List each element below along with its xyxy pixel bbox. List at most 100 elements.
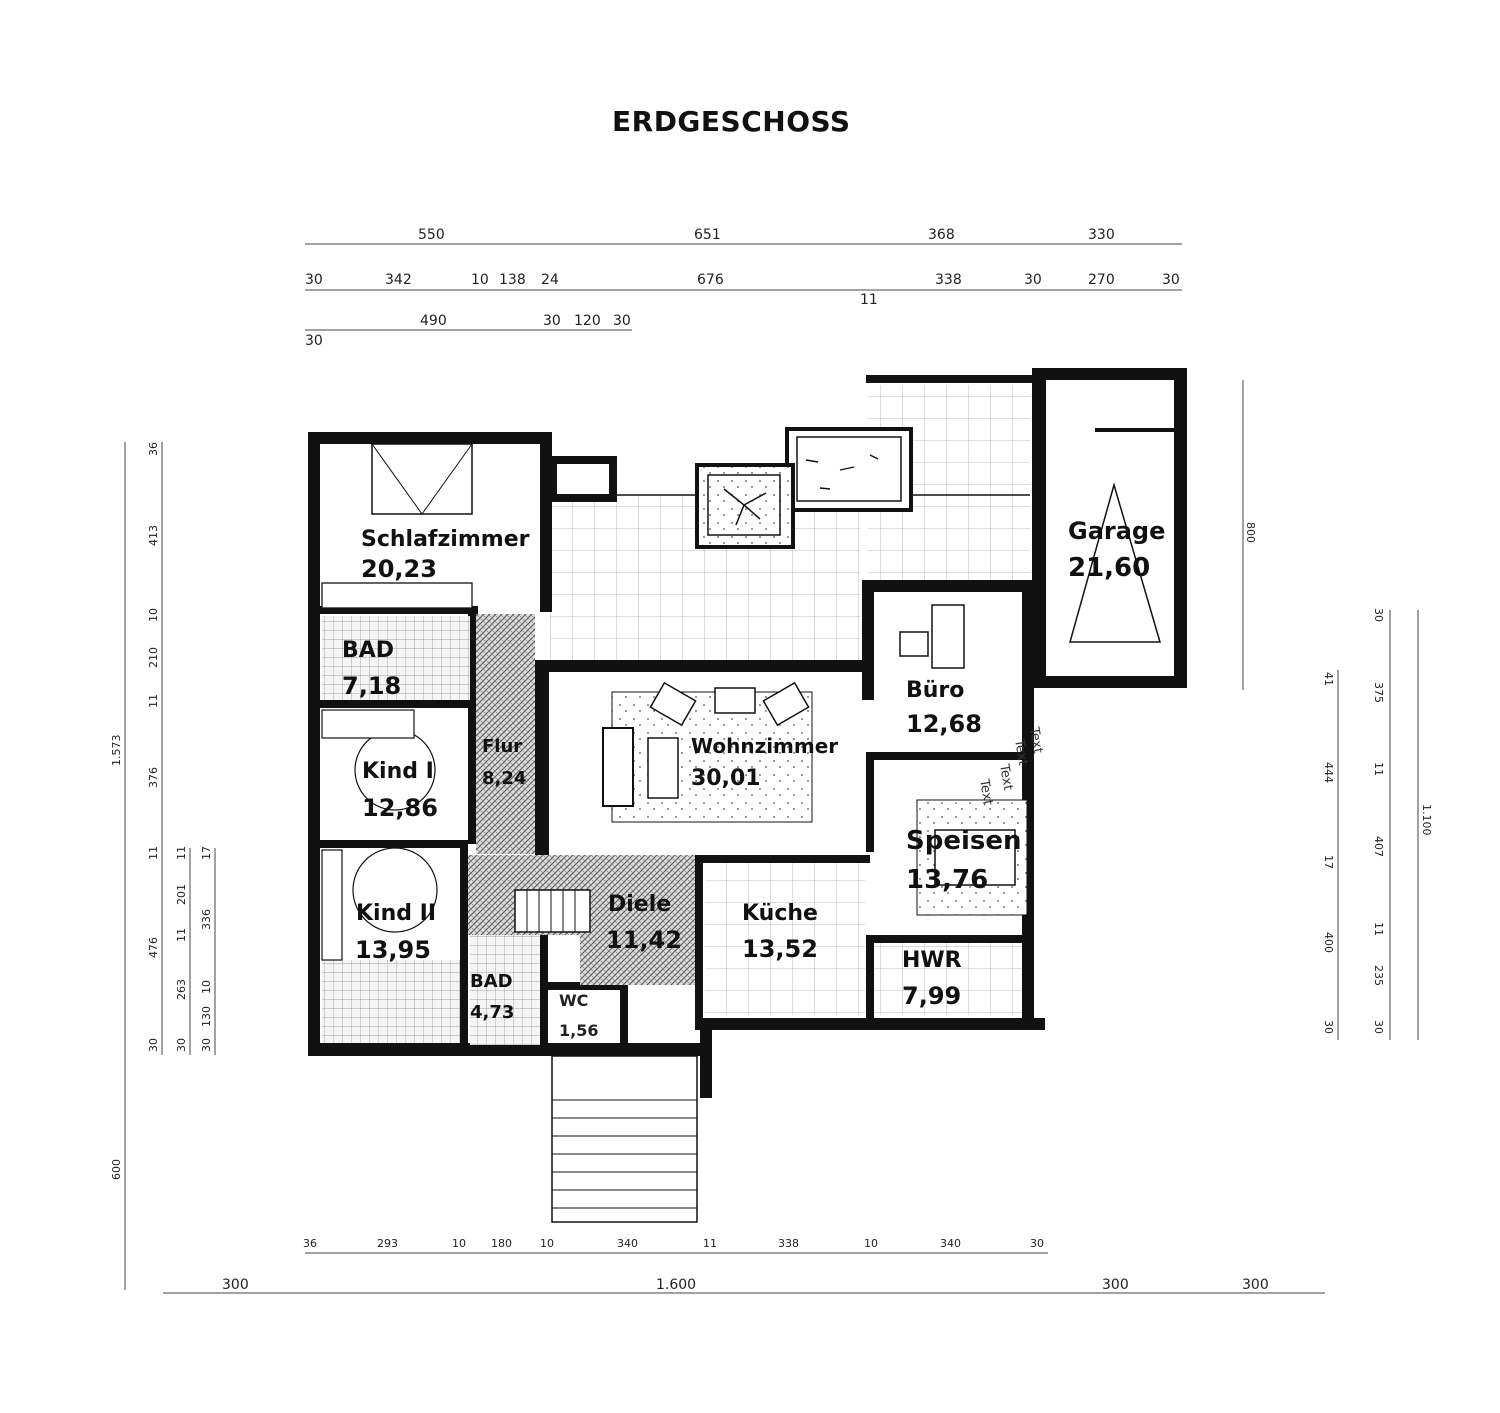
dim-label: 138 (499, 272, 526, 288)
dim-label: 270 (1088, 272, 1115, 288)
dim-label: 376 (147, 767, 160, 788)
dim-label: 340 (617, 1237, 638, 1250)
room-name: Speisen (906, 826, 1022, 856)
planter-inner (707, 474, 781, 536)
plan-title: ERDGESCHOSS (612, 105, 851, 138)
room-name: HWR (902, 948, 962, 973)
room-name: Garage (1068, 517, 1165, 545)
dim-label: 1.573 (110, 735, 123, 767)
dim-label: 11 (147, 694, 160, 708)
room-hwr: HWR 7,99 (902, 948, 962, 1010)
hwr-floor (874, 943, 1022, 1015)
dim-label: 1.100 (1420, 804, 1433, 836)
dim-label: 11 (175, 846, 188, 860)
dim-label: 11 (147, 846, 160, 860)
dim-label: 210 (147, 647, 160, 668)
dim-label: 30 (305, 272, 323, 288)
dim-label: 11 (175, 928, 188, 942)
dim-label: 10 (200, 980, 213, 994)
dims-top-row-1: 550 651 368 330 (418, 227, 1115, 243)
dim-label: 400 (1322, 932, 1335, 953)
dim-label: 10 (452, 1237, 466, 1250)
dim-label: 201 (175, 884, 188, 905)
plant-icon (723, 488, 767, 526)
dim-label: 300 (1102, 1277, 1129, 1293)
dim-label: 342 (385, 272, 412, 288)
dim-label: 17 (200, 846, 213, 860)
dim-label: 10 (864, 1237, 878, 1250)
dim-label: 11 (1372, 762, 1385, 776)
dim-label: 651 (694, 227, 721, 243)
dim-label: 340 (940, 1237, 961, 1250)
dim-label: 30 (1372, 1020, 1385, 1034)
text-stack-item: Text (976, 777, 996, 806)
dim-label: 300 (1242, 1277, 1269, 1293)
room-area: 21,60 (1068, 553, 1150, 583)
room-area: 8,24 (482, 768, 526, 789)
text-stack-item: Text (1026, 725, 1046, 754)
bad2-floor (470, 935, 540, 1045)
room-garage: Garage 21,60 (1068, 517, 1165, 583)
room-kueche: Küche 13,52 (742, 901, 818, 963)
bed-master (321, 443, 473, 609)
dim-label: 676 (697, 272, 724, 288)
room-area: 11,42 (606, 926, 682, 954)
room-area: 30,01 (691, 766, 761, 791)
dim-label: 30 (1030, 1237, 1044, 1250)
dims-bottom-row-1: 36 293 10 180 10 340 11 338 10 340 30 (303, 1237, 1044, 1250)
room-name: Kind I (362, 759, 434, 784)
dim-label: 24 (541, 272, 559, 288)
dim-label: 1.600 (656, 1277, 696, 1293)
room-area: 7,99 (902, 982, 961, 1010)
kind2-floor (322, 960, 460, 1043)
dim-label: 30 (1322, 1020, 1335, 1034)
dim-label: 413 (147, 525, 160, 546)
room-diele: Diele 11,42 (606, 892, 682, 954)
dim-label: 800 (1244, 522, 1257, 543)
bad1-floor (322, 616, 470, 700)
dim-label: 10 (471, 272, 489, 288)
room-bad-1: BAD 7,18 (342, 638, 401, 700)
dim-label: 30 (1162, 272, 1180, 288)
dims-left: 1.573 600 36 413 10 210 11 376 11 476 30… (110, 442, 213, 1180)
walls (308, 368, 1187, 1098)
room-area: 1,56 (559, 1021, 598, 1040)
room-wc: WC 1,56 (559, 991, 598, 1040)
dim-label: 338 (778, 1237, 799, 1250)
room-area: 13,76 (906, 865, 988, 895)
room-schlafzimmer: Schlafzimmer 20,23 (361, 527, 530, 583)
room-name: Diele (608, 892, 671, 917)
living-furniture (602, 681, 813, 823)
dim-label: 11 (860, 292, 878, 308)
dim-label: 263 (175, 979, 188, 1000)
pool-water-icon (805, 454, 879, 490)
dim-label: 10 (540, 1237, 554, 1250)
text-stack-item: Text (1011, 737, 1031, 766)
kid-rooms-furniture (321, 709, 438, 961)
dim-label: 293 (377, 1237, 398, 1250)
entrance-steps (551, 1055, 698, 1223)
room-kind-1: Kind I 12,86 (362, 759, 438, 822)
room-area: 20,23 (361, 555, 437, 583)
room-area: 12,68 (906, 710, 982, 738)
dim-label: 30 (613, 313, 631, 329)
dim-label: 41 (1322, 672, 1335, 686)
dim-label: 368 (928, 227, 955, 243)
room-area: 12,86 (362, 794, 438, 822)
dim-label: 235 (1372, 965, 1385, 986)
room-bad-2: BAD 4,73 (470, 971, 514, 1023)
dim-label: 17 (1322, 855, 1335, 869)
dimension-lines (124, 243, 1419, 1294)
dim-label: 30 (305, 333, 323, 349)
office-desk (899, 604, 965, 669)
room-speisen: Speisen 13,76 (906, 826, 1022, 895)
dim-label: 30 (147, 1038, 160, 1052)
room-name: Wohnzimmer (691, 734, 838, 758)
dim-label: 550 (418, 227, 445, 243)
dim-label: 36 (303, 1237, 317, 1250)
dim-label: 338 (935, 272, 962, 288)
pool-inner (796, 436, 902, 502)
room-wohnzimmer: Wohnzimmer 30,01 (691, 734, 838, 791)
room-area: 7,18 (342, 672, 401, 700)
